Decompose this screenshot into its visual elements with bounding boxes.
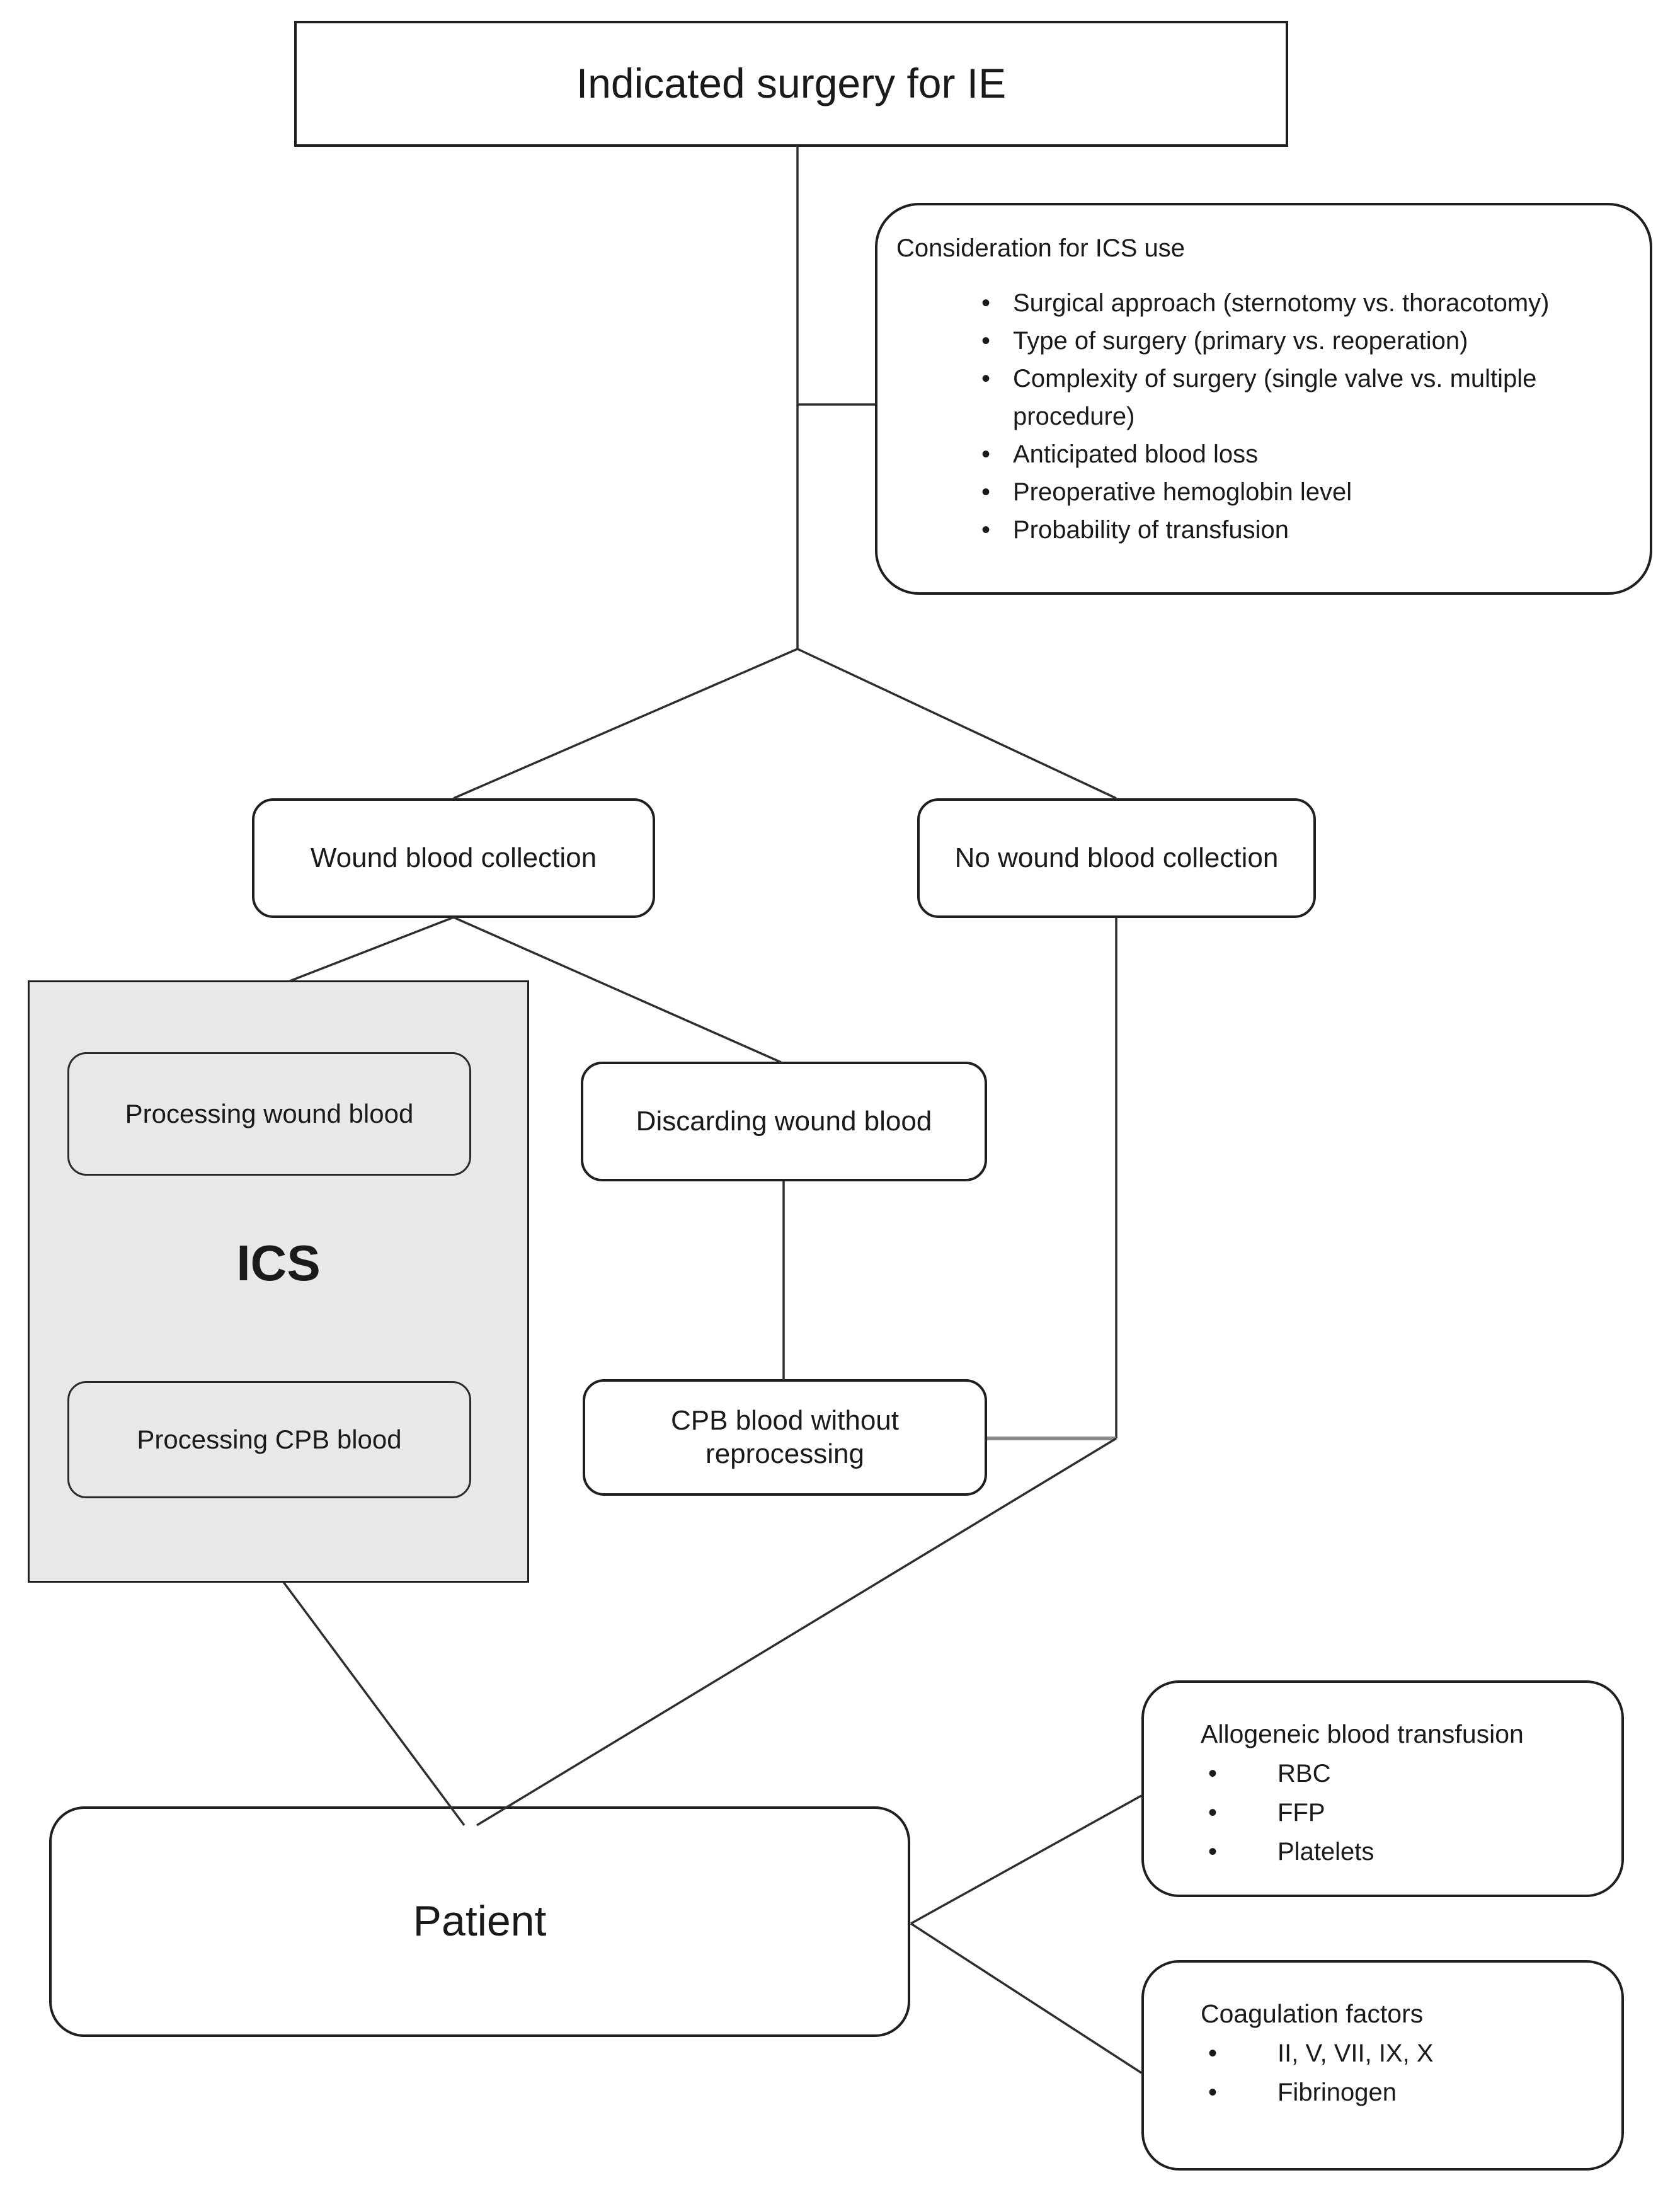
bullet-item: Surgical approach (sternotomy vs. thorac… — [981, 284, 1643, 322]
discarding-wound-blood-box: Discarding wound blood — [581, 1062, 987, 1181]
indicated-surgery-box: Indicated surgery for IE — [294, 21, 1288, 147]
line-branch-to-wound — [453, 648, 798, 800]
bullet-item: II, V, VII, IX, X — [1208, 2034, 1609, 2073]
line-patient-to-allogeneic — [910, 1794, 1142, 1925]
processing-cpb-blood-box: Processing CPB blood — [67, 1381, 471, 1498]
bullet-item: Anticipated blood loss — [981, 435, 1643, 473]
consideration-bullet-list: Surgical approach (sternotomy vs. thorac… — [896, 284, 1643, 549]
coagulation-bullet-list: II, V, VII, IX, XFibrinogen — [1201, 2034, 1609, 2112]
bullet-item: Preoperative hemoglobin level — [981, 473, 1643, 511]
bullet-item: Fibrinogen — [1208, 2073, 1609, 2112]
no-wound-blood-collection-label: No wound blood collection — [954, 842, 1279, 873]
line-branch-to-no-wound — [797, 648, 1117, 800]
cpb-without-reprocessing-label: CPB blood without reprocessing — [671, 1404, 899, 1469]
allogeneic-transfusion-title: Allogeneic blood transfusion — [1201, 1719, 1524, 1748]
coagulation-factors-box: Coagulation factors II, V, VII, IX, XFib… — [1141, 1960, 1624, 2171]
no-wound-blood-collection-box: No wound blood collection — [917, 798, 1316, 918]
line-ics-to-patient — [282, 1581, 466, 1827]
wound-blood-collection-label: Wound blood collection — [310, 842, 597, 873]
line-junction-to-patient — [476, 1437, 1117, 1827]
processing-cpb-blood-label: Processing CPB blood — [137, 1424, 402, 1454]
line-patient-to-coagulation — [910, 1922, 1142, 2074]
coagulation-factors-title: Coagulation factors — [1201, 1999, 1424, 2028]
line-wound-to-ics — [289, 916, 454, 982]
ics-container-box: Processing wound blood ICS Processing CP… — [28, 980, 529, 1583]
patient-label: Patient — [413, 1897, 547, 1946]
indicated-surgery-label: Indicated surgery for IE — [576, 60, 1007, 107]
bullet-item: Probability of transfusion — [981, 511, 1643, 549]
cpb-without-reprocessing-box: CPB blood without reprocessing — [583, 1379, 987, 1496]
consideration-title: Consideration for ICS use — [896, 234, 1186, 262]
discarding-wound-blood-label: Discarding wound blood — [636, 1105, 932, 1137]
bullet-item: Type of surgery (primary vs. reoperation… — [981, 322, 1643, 360]
consideration-box: Consideration for ICS use Surgical appro… — [875, 203, 1652, 595]
bullet-item: Platelets — [1208, 1832, 1609, 1871]
allogeneic-transfusion-box: Allogeneic blood transfusion RBCFFPPlate… — [1141, 1680, 1624, 1897]
processing-wound-blood-label: Processing wound blood — [125, 1098, 414, 1128]
patient-box: Patient — [49, 1806, 910, 2037]
bullet-item: FFP — [1208, 1793, 1609, 1832]
bullet-item: Complexity of surgery (single valve vs. … — [981, 360, 1643, 435]
processing-wound-blood-box: Processing wound blood — [67, 1052, 471, 1176]
allogeneic-bullet-list: RBCFFPPlatelets — [1201, 1754, 1609, 1871]
wound-blood-collection-box: Wound blood collection — [252, 798, 655, 918]
bullet-item: RBC — [1208, 1754, 1609, 1793]
ics-label: ICS — [236, 1235, 321, 1291]
